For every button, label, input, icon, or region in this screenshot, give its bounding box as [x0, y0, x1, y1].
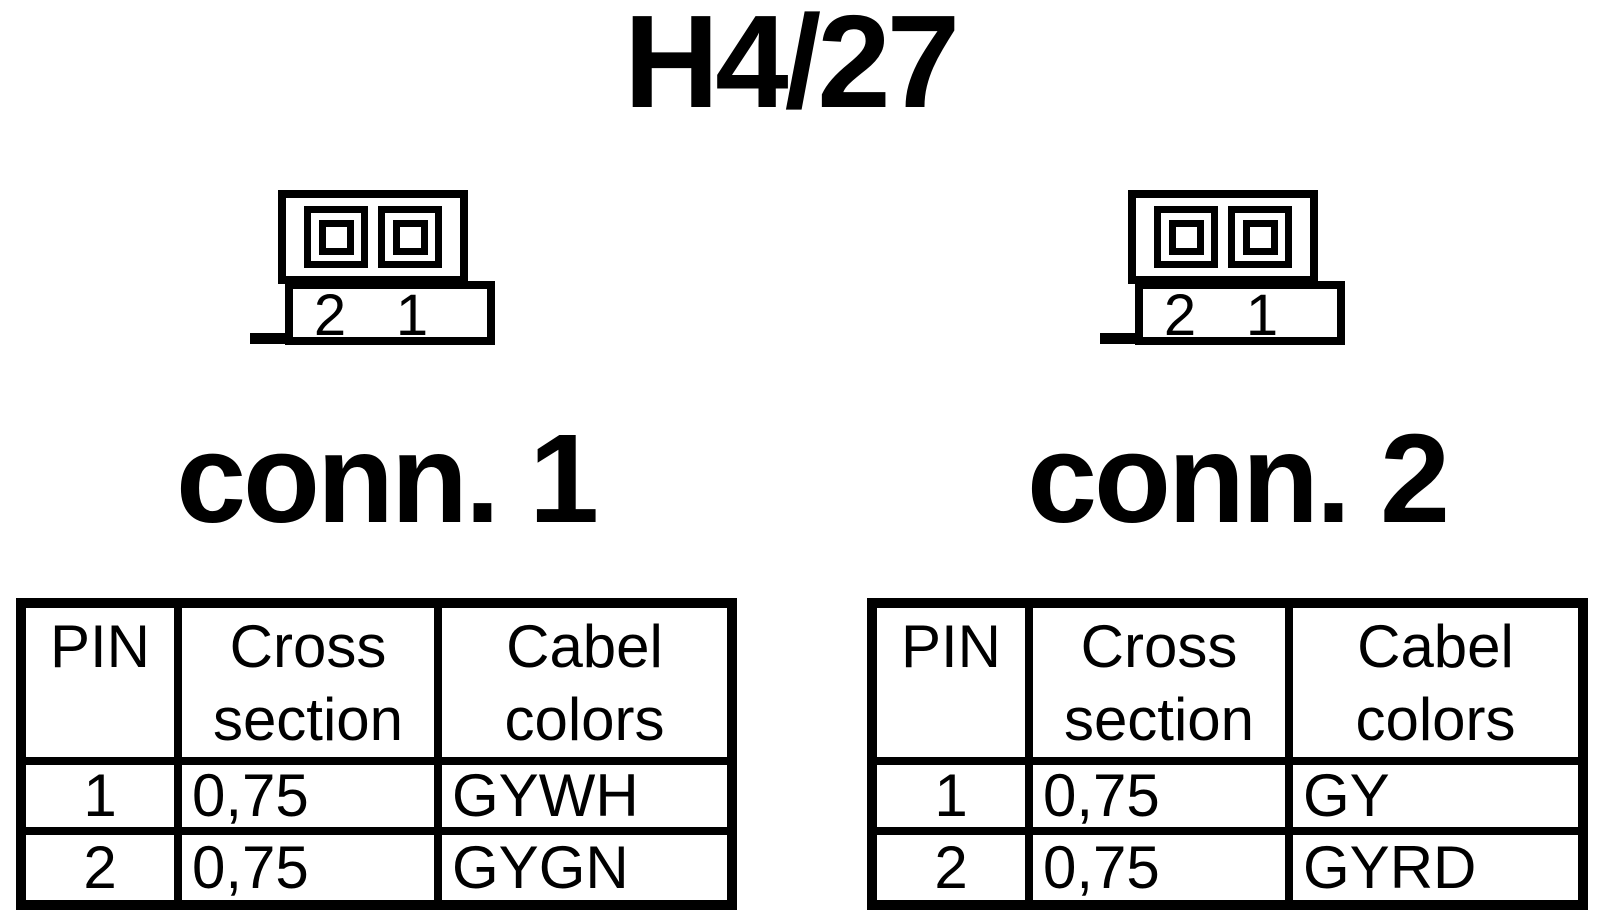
- pin-number-2-label: 2: [313, 283, 347, 348]
- pin-terminal-icon: [392, 219, 428, 255]
- connector-1-label: conn. 1: [175, 408, 599, 549]
- polarization-tab-icon: [250, 333, 290, 344]
- cable-color-cell: GY: [1285, 757, 1587, 835]
- column-header-pin: PIN: [17, 599, 182, 765]
- table-row: 2 0,75 GYRD: [868, 827, 1587, 909]
- table-row: 1 0,75 GY: [868, 757, 1587, 835]
- pin-terminal-icon: [318, 219, 354, 255]
- pin-number-2-label: 2: [1163, 283, 1197, 348]
- connector-1-pin-table: PIN Cross section Cabel colors 1 0,75 GY…: [16, 598, 737, 910]
- column-header-pin: PIN: [868, 599, 1033, 765]
- connector-1-housing: [278, 190, 468, 284]
- cross-section-cell: 0,75: [1025, 827, 1293, 909]
- connector-2-graphic: 2 1: [1100, 183, 1345, 345]
- pin-cavity-1-icon: [378, 206, 442, 268]
- column-header-cross-section: Cross section: [1025, 599, 1293, 765]
- table-row: 1 0,75 GYWH: [17, 757, 736, 835]
- connector-2-housing: [1128, 190, 1318, 284]
- pin-cell: 2: [868, 827, 1033, 909]
- cable-color-cell: GYWH: [434, 757, 736, 835]
- pin-terminal-icon: [1168, 219, 1204, 255]
- connector-2-pin-table: PIN Cross section Cabel colors 1 0,75 GY…: [867, 598, 1588, 910]
- table-header-row: PIN Cross section Cabel colors: [868, 599, 1587, 765]
- connector-2-base: [1135, 281, 1345, 345]
- pin-cell: 1: [868, 757, 1033, 835]
- cross-section-cell: 0,75: [174, 757, 442, 835]
- pin-cavity-2-icon: [304, 206, 368, 268]
- cross-section-cell: 0,75: [1025, 757, 1293, 835]
- connector-1-base: [285, 281, 495, 345]
- pin-number-1-label: 1: [395, 283, 429, 348]
- cable-color-cell: GYGN: [434, 827, 736, 909]
- table-row: 2 0,75 GYGN: [17, 827, 736, 909]
- cable-color-cell: GYRD: [1285, 827, 1587, 909]
- connector-1-graphic: 2 1: [250, 183, 495, 345]
- cross-section-cell: 0,75: [174, 827, 442, 909]
- pin-number-1-label: 1: [1245, 283, 1279, 348]
- table-header-row: PIN Cross section Cabel colors: [17, 599, 736, 765]
- column-header-cable-colors: Cabel colors: [434, 599, 736, 765]
- connector-2-label: conn. 2: [1026, 408, 1450, 549]
- pin-cell: 2: [17, 827, 182, 909]
- polarization-tab-icon: [1100, 333, 1140, 344]
- column-header-cross-section: Cross section: [174, 599, 442, 765]
- pin-cell: 1: [17, 757, 182, 835]
- pin-cavity-1-icon: [1228, 206, 1292, 268]
- pin-terminal-icon: [1242, 219, 1278, 255]
- column-header-cable-colors: Cabel colors: [1285, 599, 1587, 765]
- pin-cavity-2-icon: [1154, 206, 1218, 268]
- page-title: H4/27: [623, 0, 960, 135]
